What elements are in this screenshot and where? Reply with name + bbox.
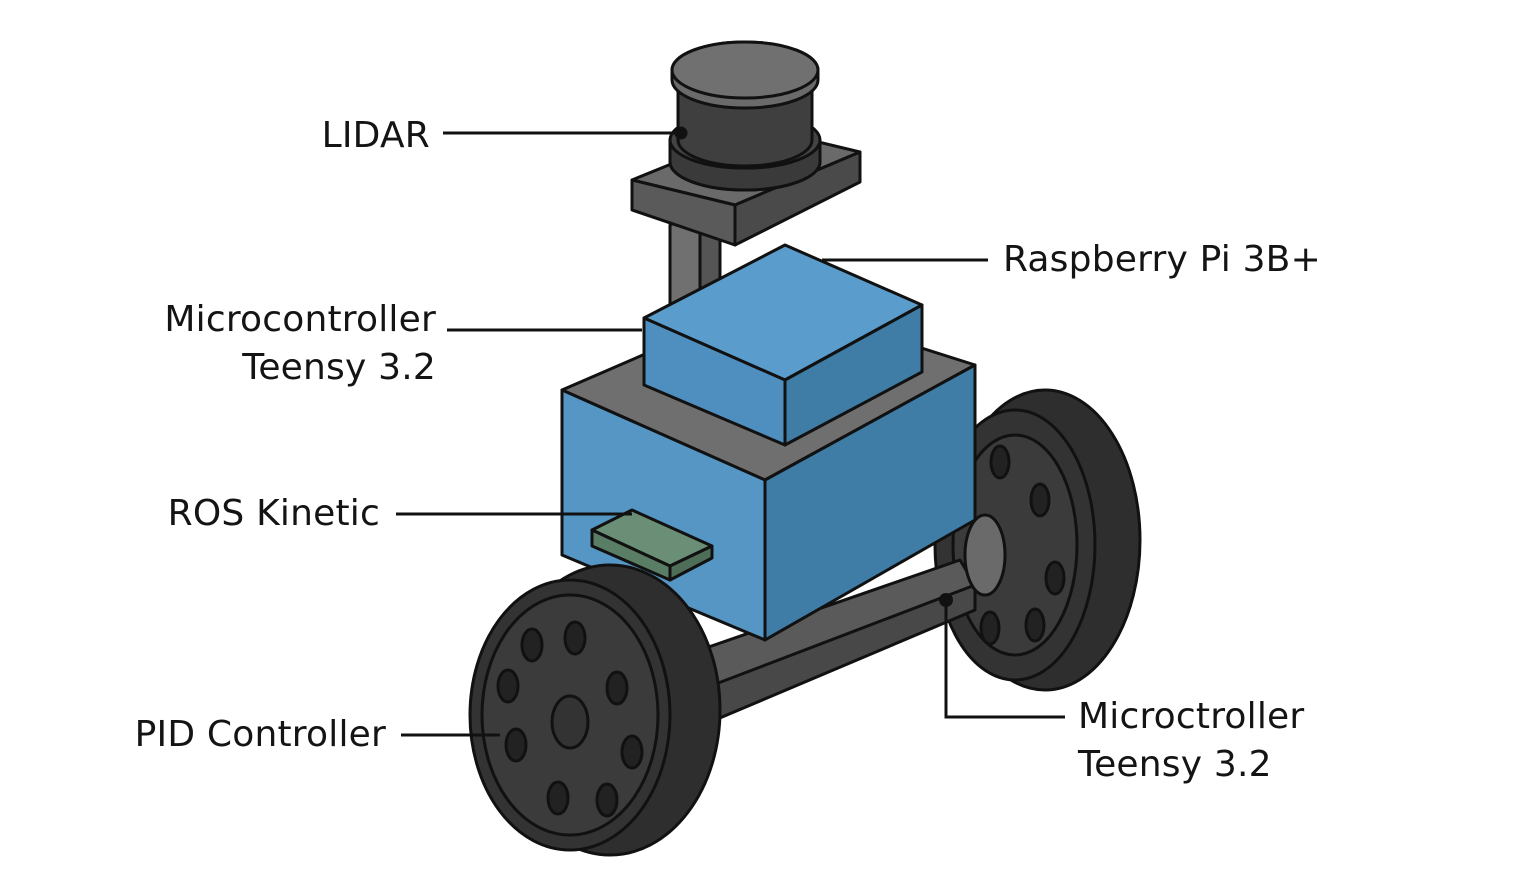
- microcontroller-bottom-label: Microctroller Teensy 3.2: [1078, 693, 1378, 789]
- front-wheel: [468, 563, 722, 857]
- microcontroller-top-label-line2: Teensy 3.2: [242, 347, 436, 388]
- lidar-label-text: LIDAR: [321, 115, 430, 156]
- microcontroller-bottom-label-line1: Microctroller: [1078, 696, 1305, 737]
- ros-label: ROS Kinetic: [120, 490, 380, 538]
- microcontroller-top-label: Microcontroller Teensy 3.2: [100, 296, 436, 392]
- lidar-label: LIDAR: [230, 112, 430, 160]
- pid-label: PID Controller: [90, 711, 386, 759]
- microcontroller-bottom-leader-line: [944, 600, 1065, 719]
- raspberry-pi-label: Raspberry Pi 3B+: [1003, 236, 1343, 284]
- ros-label-text: ROS Kinetic: [167, 493, 380, 534]
- circuit-board: [590, 508, 714, 582]
- microcontroller-top-label-line1: Microcontroller: [164, 299, 436, 340]
- leader-lines: [396, 131, 1065, 737]
- microcontroller-bottom-marker: [939, 593, 953, 607]
- lidar-sensor: [668, 40, 822, 192]
- raspberry-pi-box: [642, 243, 924, 447]
- raspberry-pi-label-text: Raspberry Pi 3B+: [1003, 239, 1321, 280]
- pid-label-text: PID Controller: [134, 714, 386, 755]
- microcontroller-bottom-label-line2: Teensy 3.2: [1078, 744, 1272, 785]
- rear-wheel: [933, 388, 1142, 692]
